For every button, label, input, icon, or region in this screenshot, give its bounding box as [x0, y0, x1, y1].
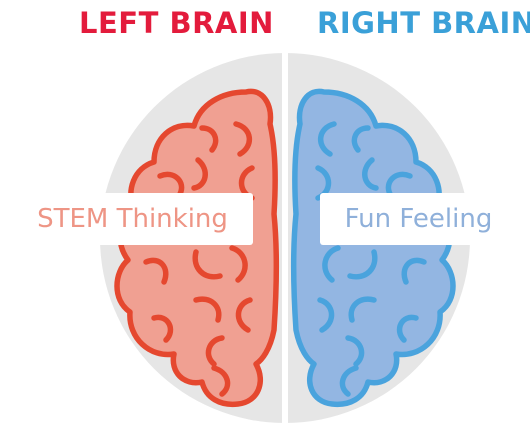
stem-thinking-label: STEM Thinking [37, 204, 228, 234]
right-fold-6 [401, 257, 427, 285]
fun-feeling-label: Fun Feeling [344, 204, 493, 234]
left-fold-8 [229, 245, 248, 283]
right-fold-13 [339, 365, 359, 397]
right-fold-12 [345, 335, 365, 367]
left-fold-7 [192, 249, 223, 280]
right-fold-10 [317, 297, 335, 333]
right-label-box: Fun Feeling [320, 193, 517, 245]
left-fold-1 [199, 125, 219, 153]
right-fold-2 [318, 121, 337, 157]
right-fold-1 [351, 125, 371, 153]
left-fold-10 [235, 297, 253, 333]
right-brain-title: RIGHT BRAIN [317, 6, 530, 40]
left-hemisphere [114, 88, 280, 408]
left-fold-9 [151, 314, 174, 343]
right-fold-9 [396, 314, 419, 343]
right-hemisphere-shape [290, 88, 456, 408]
left-hemisphere-shape [114, 88, 280, 408]
right-fold-7 [347, 249, 378, 280]
left-fold-3 [157, 171, 185, 197]
right-fold-8 [322, 245, 341, 283]
left-fold-2 [233, 121, 252, 157]
right-fold-11 [348, 296, 377, 323]
right-fold-5 [362, 157, 379, 191]
right-fold-3 [385, 171, 413, 197]
hemisphere-divider [282, 40, 288, 426]
right-hemisphere [290, 88, 456, 408]
left-fold-11 [193, 296, 222, 323]
left-label-box: STEM Thinking [8, 193, 253, 245]
left-fold-5 [191, 157, 208, 191]
left-brain-title: LEFT BRAIN [79, 6, 274, 40]
left-fold-12 [205, 335, 225, 367]
left-fold-13 [211, 365, 231, 397]
left-fold-6 [143, 257, 169, 285]
